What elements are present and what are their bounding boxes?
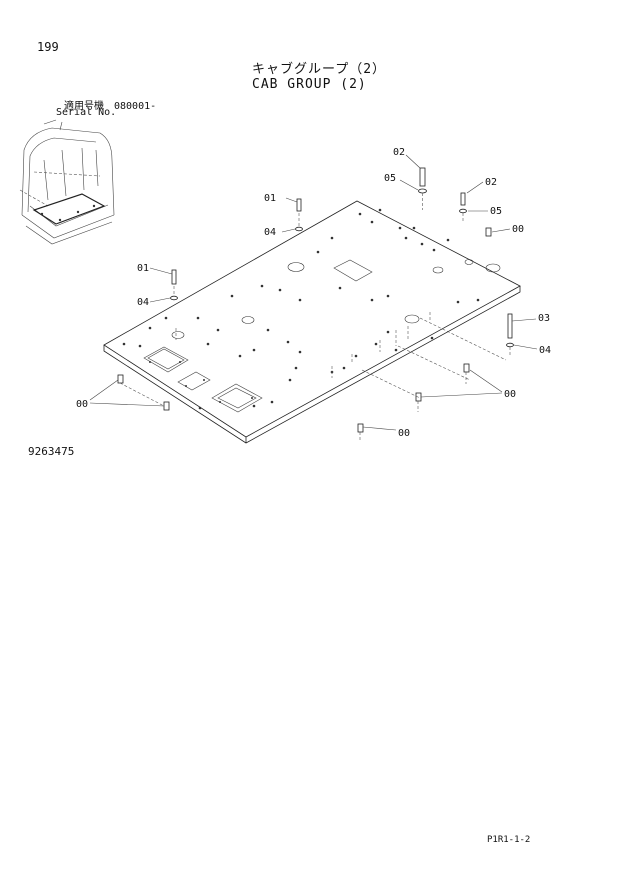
callout-04-left: 04 xyxy=(137,297,149,308)
floor-plate xyxy=(103,200,521,444)
callout-00-right-top: 00 xyxy=(512,224,524,235)
drawing-number: 9263475 xyxy=(28,445,75,458)
serial-label-japanese: 適用号機 080001- xyxy=(64,101,157,112)
callout-02-top: 02 xyxy=(393,147,405,158)
callout-04-top: 04 xyxy=(264,227,276,238)
callout-01-top: 01 xyxy=(264,193,276,204)
callout-00-right-bottom: 00 xyxy=(504,389,516,400)
callout-labels: 02 05 02 05 00 01 04 01 04 03 04 00 00 0… xyxy=(76,147,551,439)
leader-lines xyxy=(89,154,538,431)
callout-04-right: 04 xyxy=(539,345,551,356)
callout-05-top: 05 xyxy=(384,173,396,184)
page-title-japanese: キャブグループ（2） xyxy=(252,62,387,77)
callout-02-right: 02 xyxy=(485,177,497,188)
callout-00-bottom: 00 xyxy=(398,428,410,439)
cab-overview-sketch xyxy=(19,119,115,245)
callout-00-left: 00 xyxy=(76,399,88,410)
fasteners xyxy=(117,167,514,442)
callout-03: 03 xyxy=(538,313,550,324)
callout-05-right: 05 xyxy=(490,206,502,217)
page-title: CAB GROUP (2) xyxy=(252,77,367,92)
serial-label: Serial No. xyxy=(56,107,117,118)
page-number: 199 xyxy=(37,40,59,54)
footer-code: P1R1-1-2 xyxy=(487,835,531,845)
callout-01-left: 01 xyxy=(137,263,149,274)
